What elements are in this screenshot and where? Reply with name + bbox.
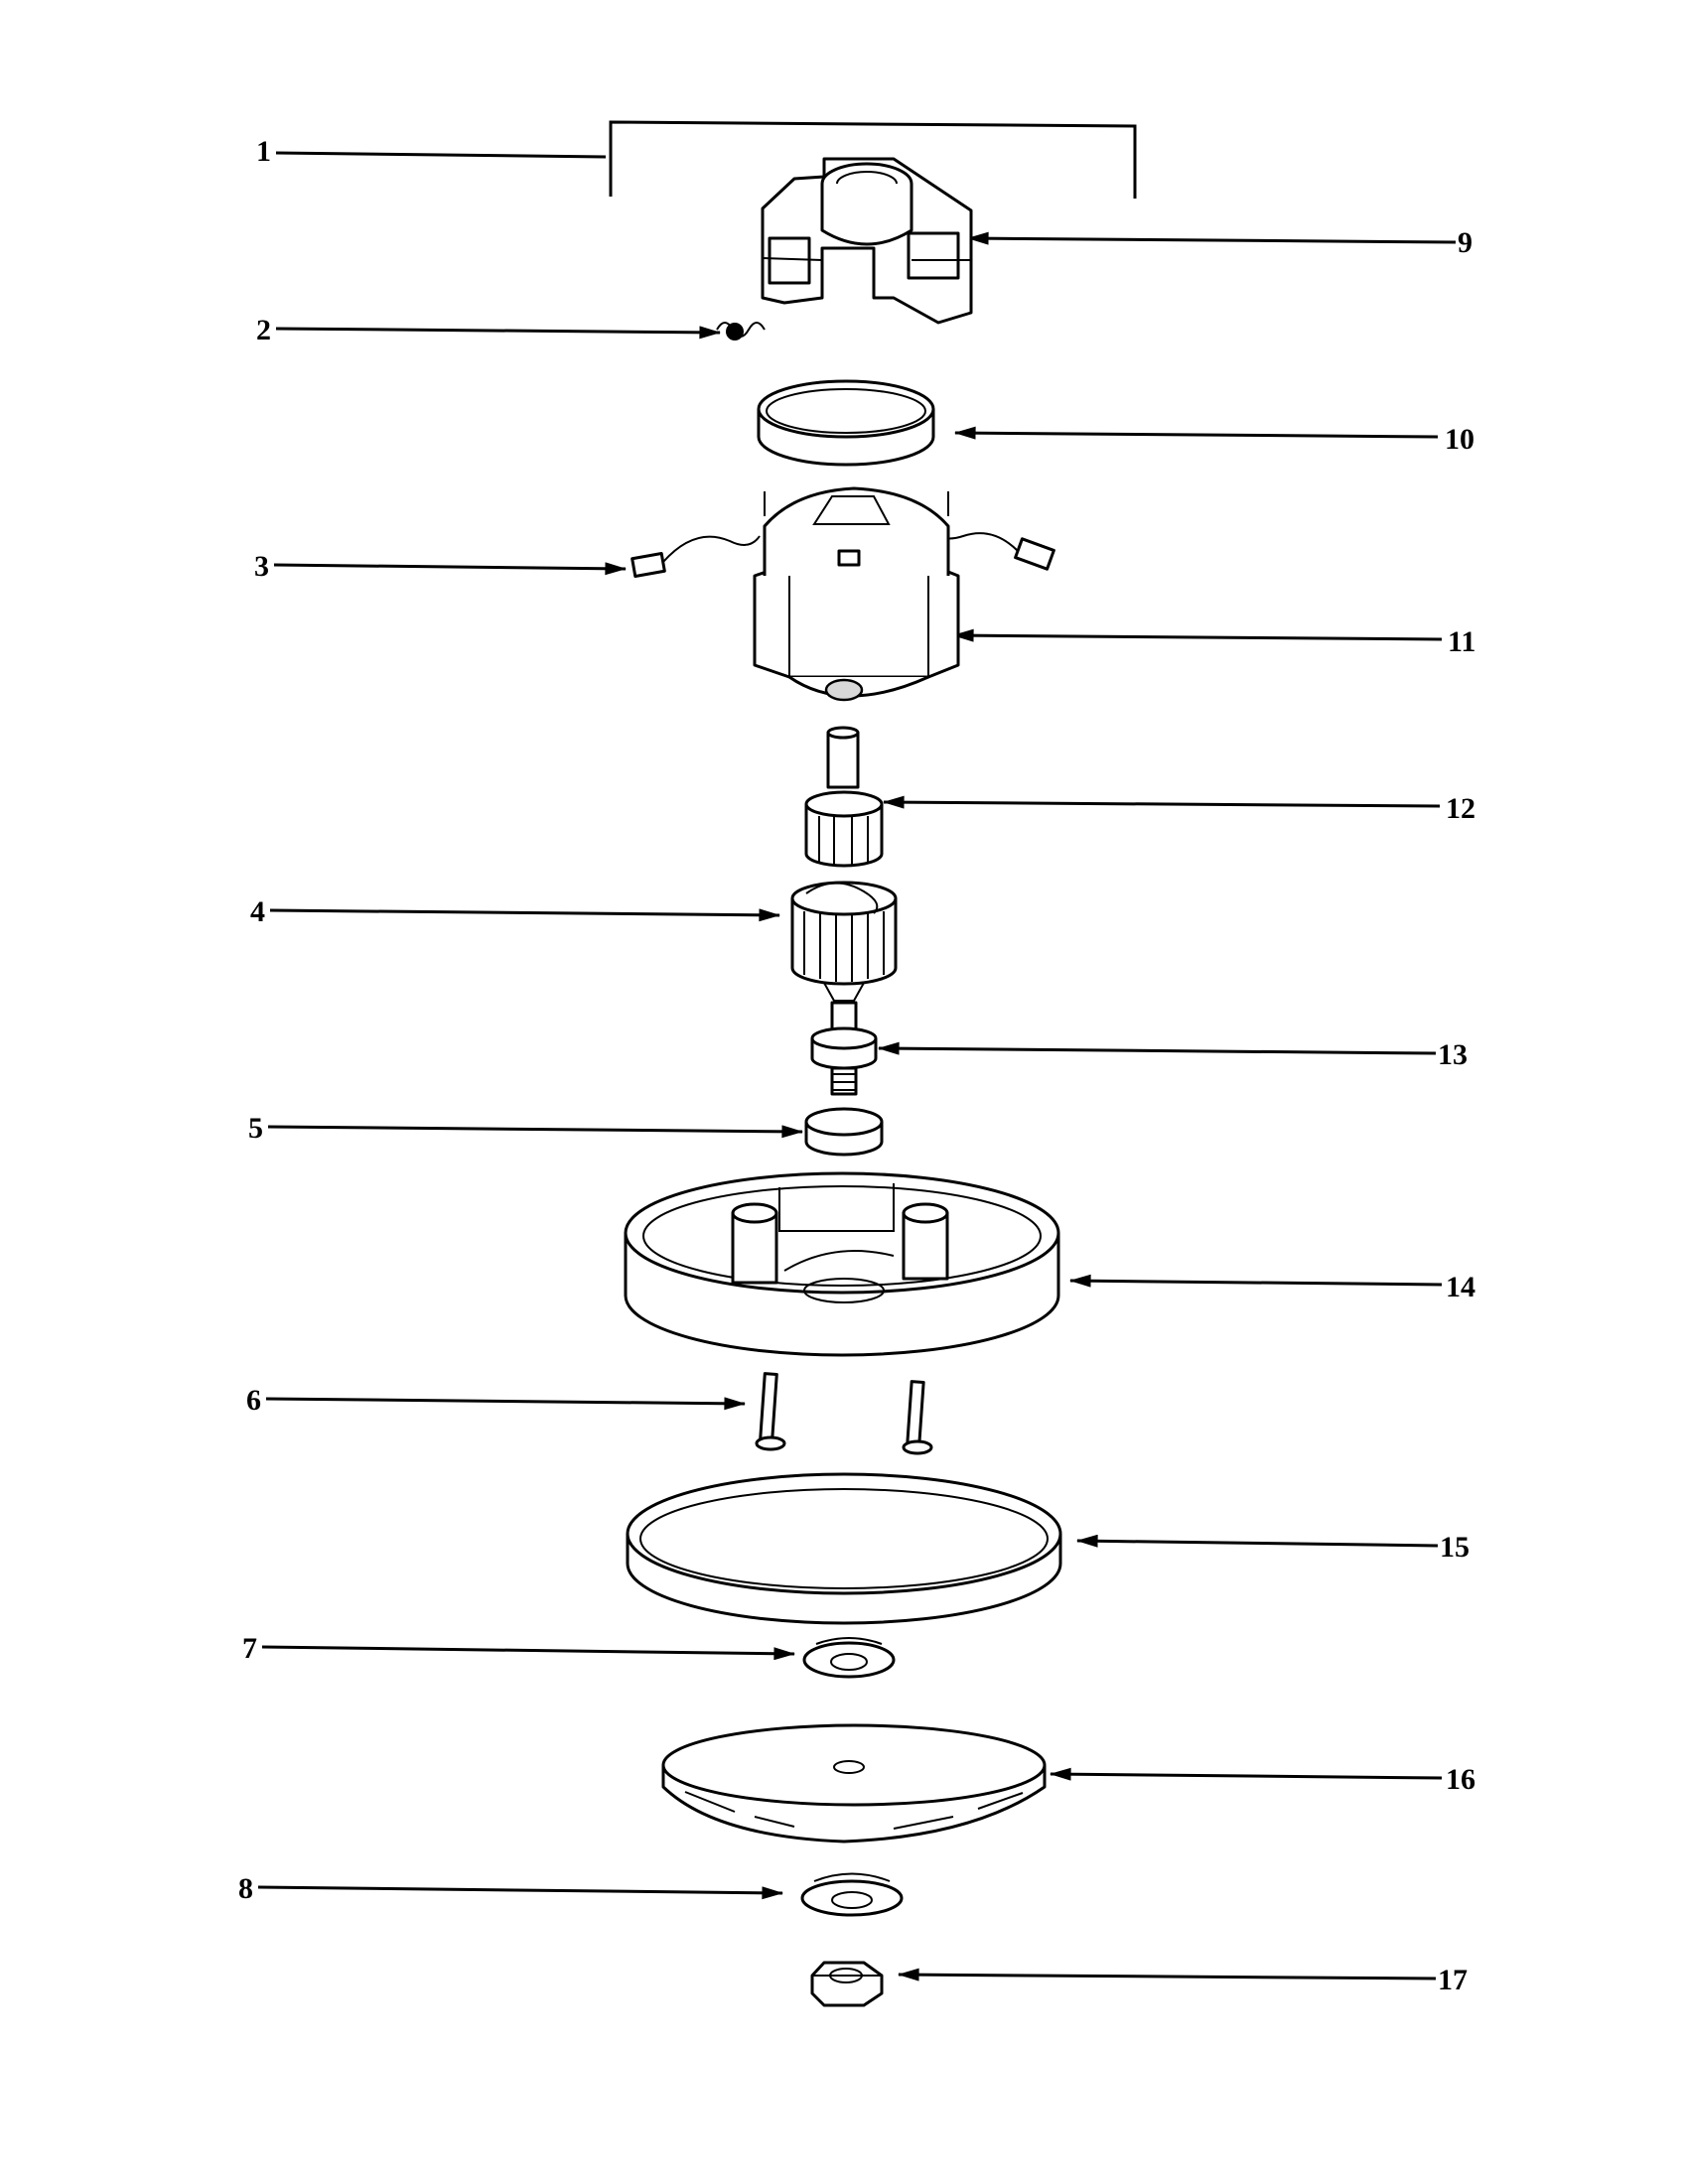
callout-label-4: 4 [250, 895, 265, 928]
leader-line-4 [269, 908, 781, 922]
callout-label-14: 14 [1446, 1271, 1475, 1303]
assembly-bracket [609, 120, 1137, 199]
part-14-housing [624, 1171, 1060, 1357]
part-8-washer [800, 1872, 904, 1917]
leader-line-11 [951, 628, 1443, 642]
leader-line-7 [261, 1645, 796, 1661]
callout-label-1: 1 [256, 135, 271, 168]
leader-line-9 [966, 231, 1457, 245]
part-13-bearing [810, 1001, 878, 1096]
leader-line-17 [897, 1968, 1437, 1981]
callout-label-12: 12 [1446, 792, 1475, 825]
callout-label-16: 16 [1446, 1763, 1475, 1796]
part-10-ring [757, 379, 935, 467]
callout-label-2: 2 [256, 314, 271, 346]
part-2-spring [716, 322, 766, 341]
leader-line-2 [275, 326, 722, 340]
part-17-hex-nut [810, 1961, 884, 2007]
part-11-stator-field [753, 486, 960, 702]
leader-line-3 [273, 562, 628, 576]
callout-label-6: 6 [246, 1384, 261, 1417]
part-9-brush-holder-cap [761, 157, 973, 325]
callout-label-7: 7 [242, 1632, 257, 1665]
callout-label-13: 13 [1438, 1038, 1468, 1071]
leader-line-5 [267, 1125, 804, 1139]
leader-line-10 [953, 426, 1439, 440]
leader-line-16 [1049, 1767, 1443, 1781]
leader-line-1 [275, 151, 607, 159]
leader-line-14 [1068, 1274, 1443, 1288]
leader-line-12 [882, 795, 1441, 809]
part-5-bushing [804, 1107, 884, 1157]
callout-label-10: 10 [1445, 423, 1474, 456]
callout-label-15: 15 [1440, 1531, 1470, 1564]
part-7-washer [802, 1637, 896, 1679]
part-15-large-ring [626, 1472, 1062, 1625]
part-6-screws [755, 1372, 933, 1455]
leader-line-8 [257, 1885, 784, 1900]
leader-lines-right [877, 231, 1457, 1981]
callout-label-3: 3 [254, 550, 269, 583]
part-4-armature [790, 881, 898, 1002]
part-3-carbon-brushes [631, 532, 1055, 578]
leader-line-15 [1075, 1534, 1439, 1548]
callout-label-9: 9 [1458, 226, 1473, 259]
leader-lines-left [257, 151, 804, 1900]
callout-label-17: 17 [1438, 1964, 1468, 1996]
callout-label-8: 8 [238, 1872, 253, 1905]
leader-line-13 [877, 1041, 1437, 1055]
part-16-fan-impeller [661, 1723, 1047, 1843]
callout-label-11: 11 [1448, 625, 1475, 658]
callout-label-5: 5 [248, 1112, 263, 1145]
leader-line-6 [265, 1397, 747, 1411]
part-12-commutator [804, 726, 884, 868]
